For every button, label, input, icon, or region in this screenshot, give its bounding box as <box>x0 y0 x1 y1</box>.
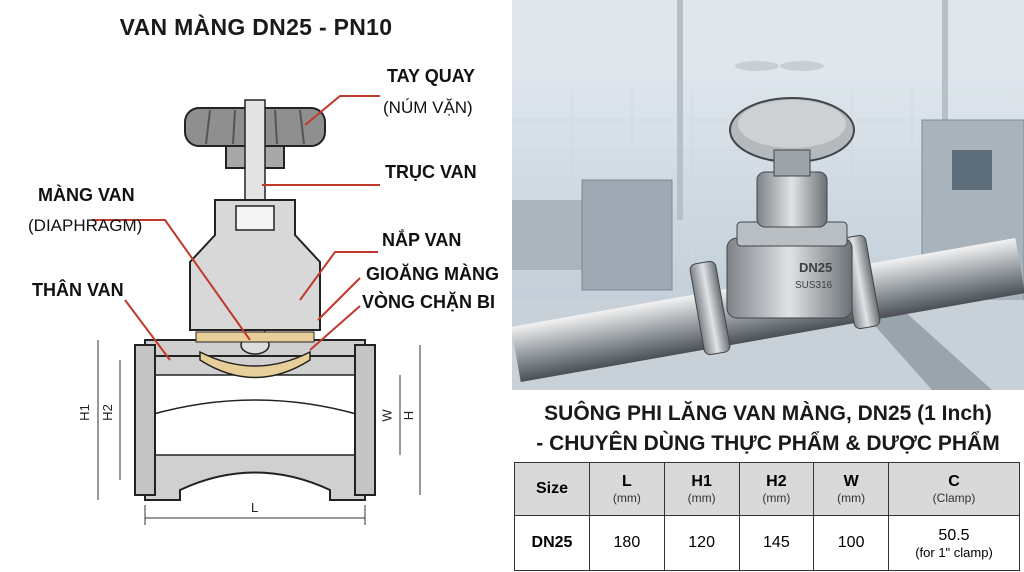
cell-h2: 145 <box>738 515 815 571</box>
label-body: THÂN VAN <box>32 280 124 300</box>
gasket-drawing <box>195 331 315 343</box>
dim-h: H <box>401 410 417 421</box>
th-h2: H2(mm) <box>738 462 815 516</box>
caption-line1: SUÔNG PHI LĂNG VAN MÀNG, DN25 (1 Inch) <box>544 402 992 425</box>
th-size: Size <box>514 462 590 516</box>
product-photo: DN25 SUS316 <box>512 0 1024 390</box>
th-c: C(Clamp) <box>888 462 1020 516</box>
diaphragm-drawing <box>199 350 311 379</box>
label-handwheel: TAY QUAY <box>387 66 476 86</box>
dimension-lines <box>97 340 421 525</box>
label-diaphragm: MÀNG VAN <box>38 185 135 205</box>
cell-size: DN25 <box>514 515 590 571</box>
valve-diagram: VAN MÀNG DN25 - PN10 <box>28 14 499 525</box>
diagram-title: VAN MÀNG DN25 - PN10 <box>119 14 393 40</box>
table-header-row: Size L(mm) H1(mm) H2(mm) W(mm) C(Clamp) <box>514 462 1020 516</box>
dim-w: W <box>379 409 395 422</box>
bonnet-drawing <box>189 199 321 331</box>
label-gasket: GIOĂNG MÀNG <box>366 264 499 284</box>
dim-l: L <box>251 500 259 515</box>
table-row: DN25 180 120 145 100 50.5(for 1" clamp) <box>514 515 1020 571</box>
spec-table: Size L(mm) H1(mm) H2(mm) W(mm) C(Clamp) … <box>514 462 1020 571</box>
leader-lines <box>92 95 380 361</box>
th-h1: H1(mm) <box>663 462 740 516</box>
body-drawing <box>134 339 376 501</box>
cell-c: 50.5(for 1" clamp) <box>888 515 1020 571</box>
factory-scene: DN25 SUS316 <box>512 0 1024 390</box>
label-diaphragm-sub: (DIAPHRAGM) <box>28 216 143 235</box>
label-ring: VÒNG CHẶN BI <box>362 292 496 312</box>
valve-cross-section <box>92 95 421 525</box>
label-handwheel-sub: (NÚM VẶN) <box>383 98 473 117</box>
cell-l: 180 <box>589 515 665 571</box>
dim-h1: H1 <box>76 404 92 421</box>
label-bonnet: NẮP VAN <box>382 230 462 250</box>
caption-line2: - CHUYÊN DÙNG THỰC PHẨM & DƯỢC PHẨM <box>536 432 1000 455</box>
label-stem: TRỤC VAN <box>385 162 477 182</box>
cell-h1: 120 <box>663 515 740 571</box>
dim-h2: H2 <box>99 404 115 421</box>
cell-w: 100 <box>813 515 889 571</box>
photo-badge: DN25 <box>799 260 832 275</box>
th-w: W(mm) <box>813 462 889 516</box>
photo-badge-sub: SUS316 <box>795 280 833 291</box>
th-l: L(mm) <box>589 462 665 516</box>
